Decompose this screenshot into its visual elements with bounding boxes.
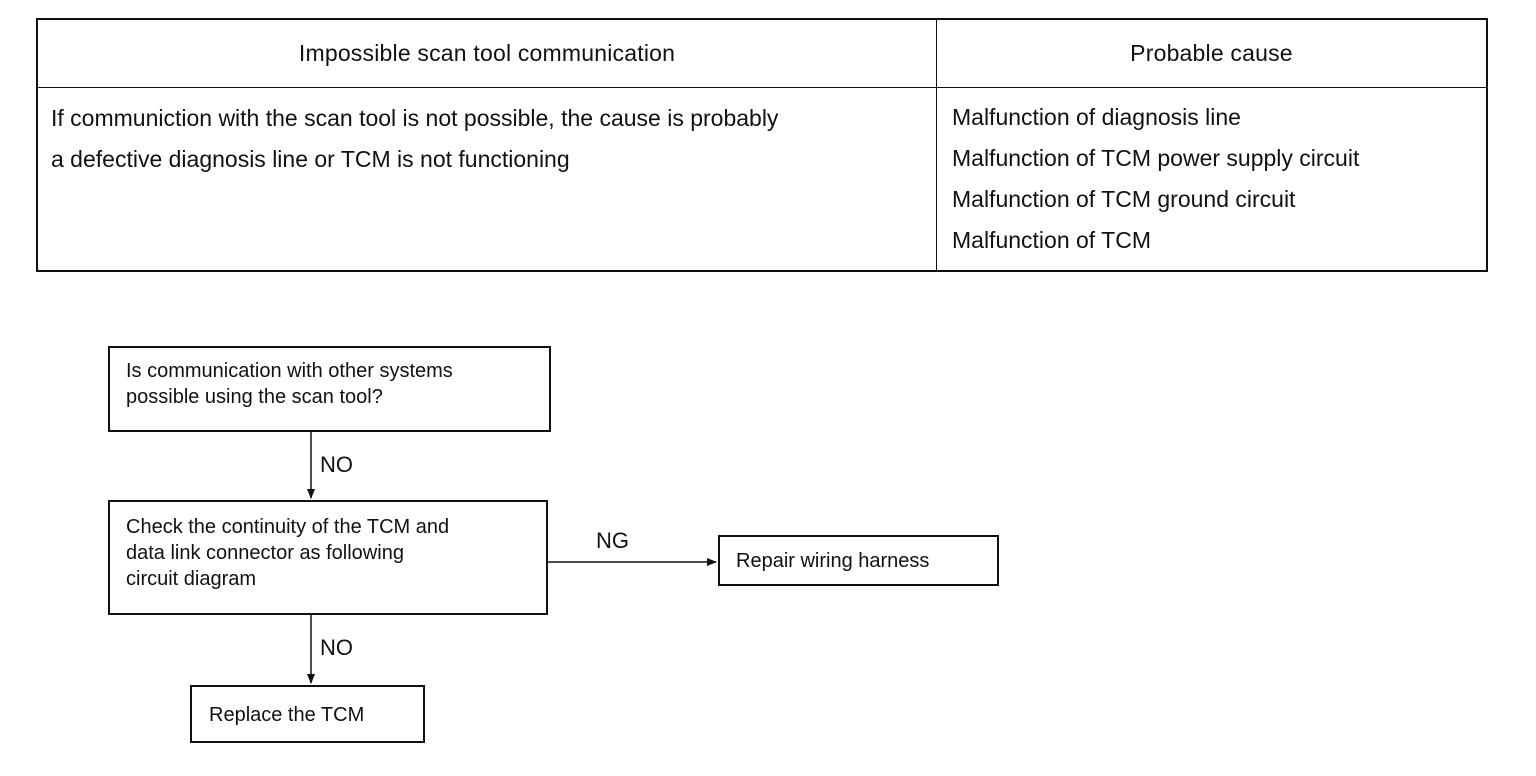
symptom-description: If communiction with the scan tool is no… [51,98,931,180]
description-line: If communiction with the scan tool is no… [51,105,779,131]
cause-item: Malfunction of diagnosis line [952,104,1241,130]
flow-box-line: Check the continuity of the TCM and [126,516,450,538]
flow-box-label: Replace the TCM [209,704,365,726]
flow-box-line: circuit diagram [126,568,257,590]
cause-item: Malfunction of TCM ground circuit [952,186,1296,212]
probable-cause-list: Malfunction of diagnosis line Malfunctio… [952,97,1482,261]
flow-box-question: Is communication with other systems poss… [108,346,551,432]
table-header-symptom: Impossible scan tool communication [298,40,676,66]
flow-box-repair-wiring: Repair wiring harness [718,535,999,586]
table-row-divider [38,87,1486,88]
description-line: a defective diagnosis line or TCM is not… [51,146,570,172]
flow-box-check-continuity: Check the continuity of the TCM and data… [108,500,548,615]
connector-label-no: NO [320,452,353,477]
connector-label-ng: NG [596,528,629,553]
flow-box-replace-tcm: Replace the TCM [190,685,425,743]
connector-label-no: NO [320,635,353,660]
flow-box-line: possible using the scan tool? [126,386,383,408]
cause-item: Malfunction of TCM power supply circuit [952,145,1360,171]
flow-box-label: Repair wiring harness [736,550,930,572]
table-column-divider [936,20,937,270]
table-header-probable-cause: Probable cause [1130,40,1293,66]
flow-box-line: data link connector as following [126,542,404,564]
cause-table: Impossible scan tool communication Proba… [36,18,1488,272]
flow-box-line: Is communication with other systems [126,360,453,382]
cause-item: Malfunction of TCM [952,227,1151,253]
